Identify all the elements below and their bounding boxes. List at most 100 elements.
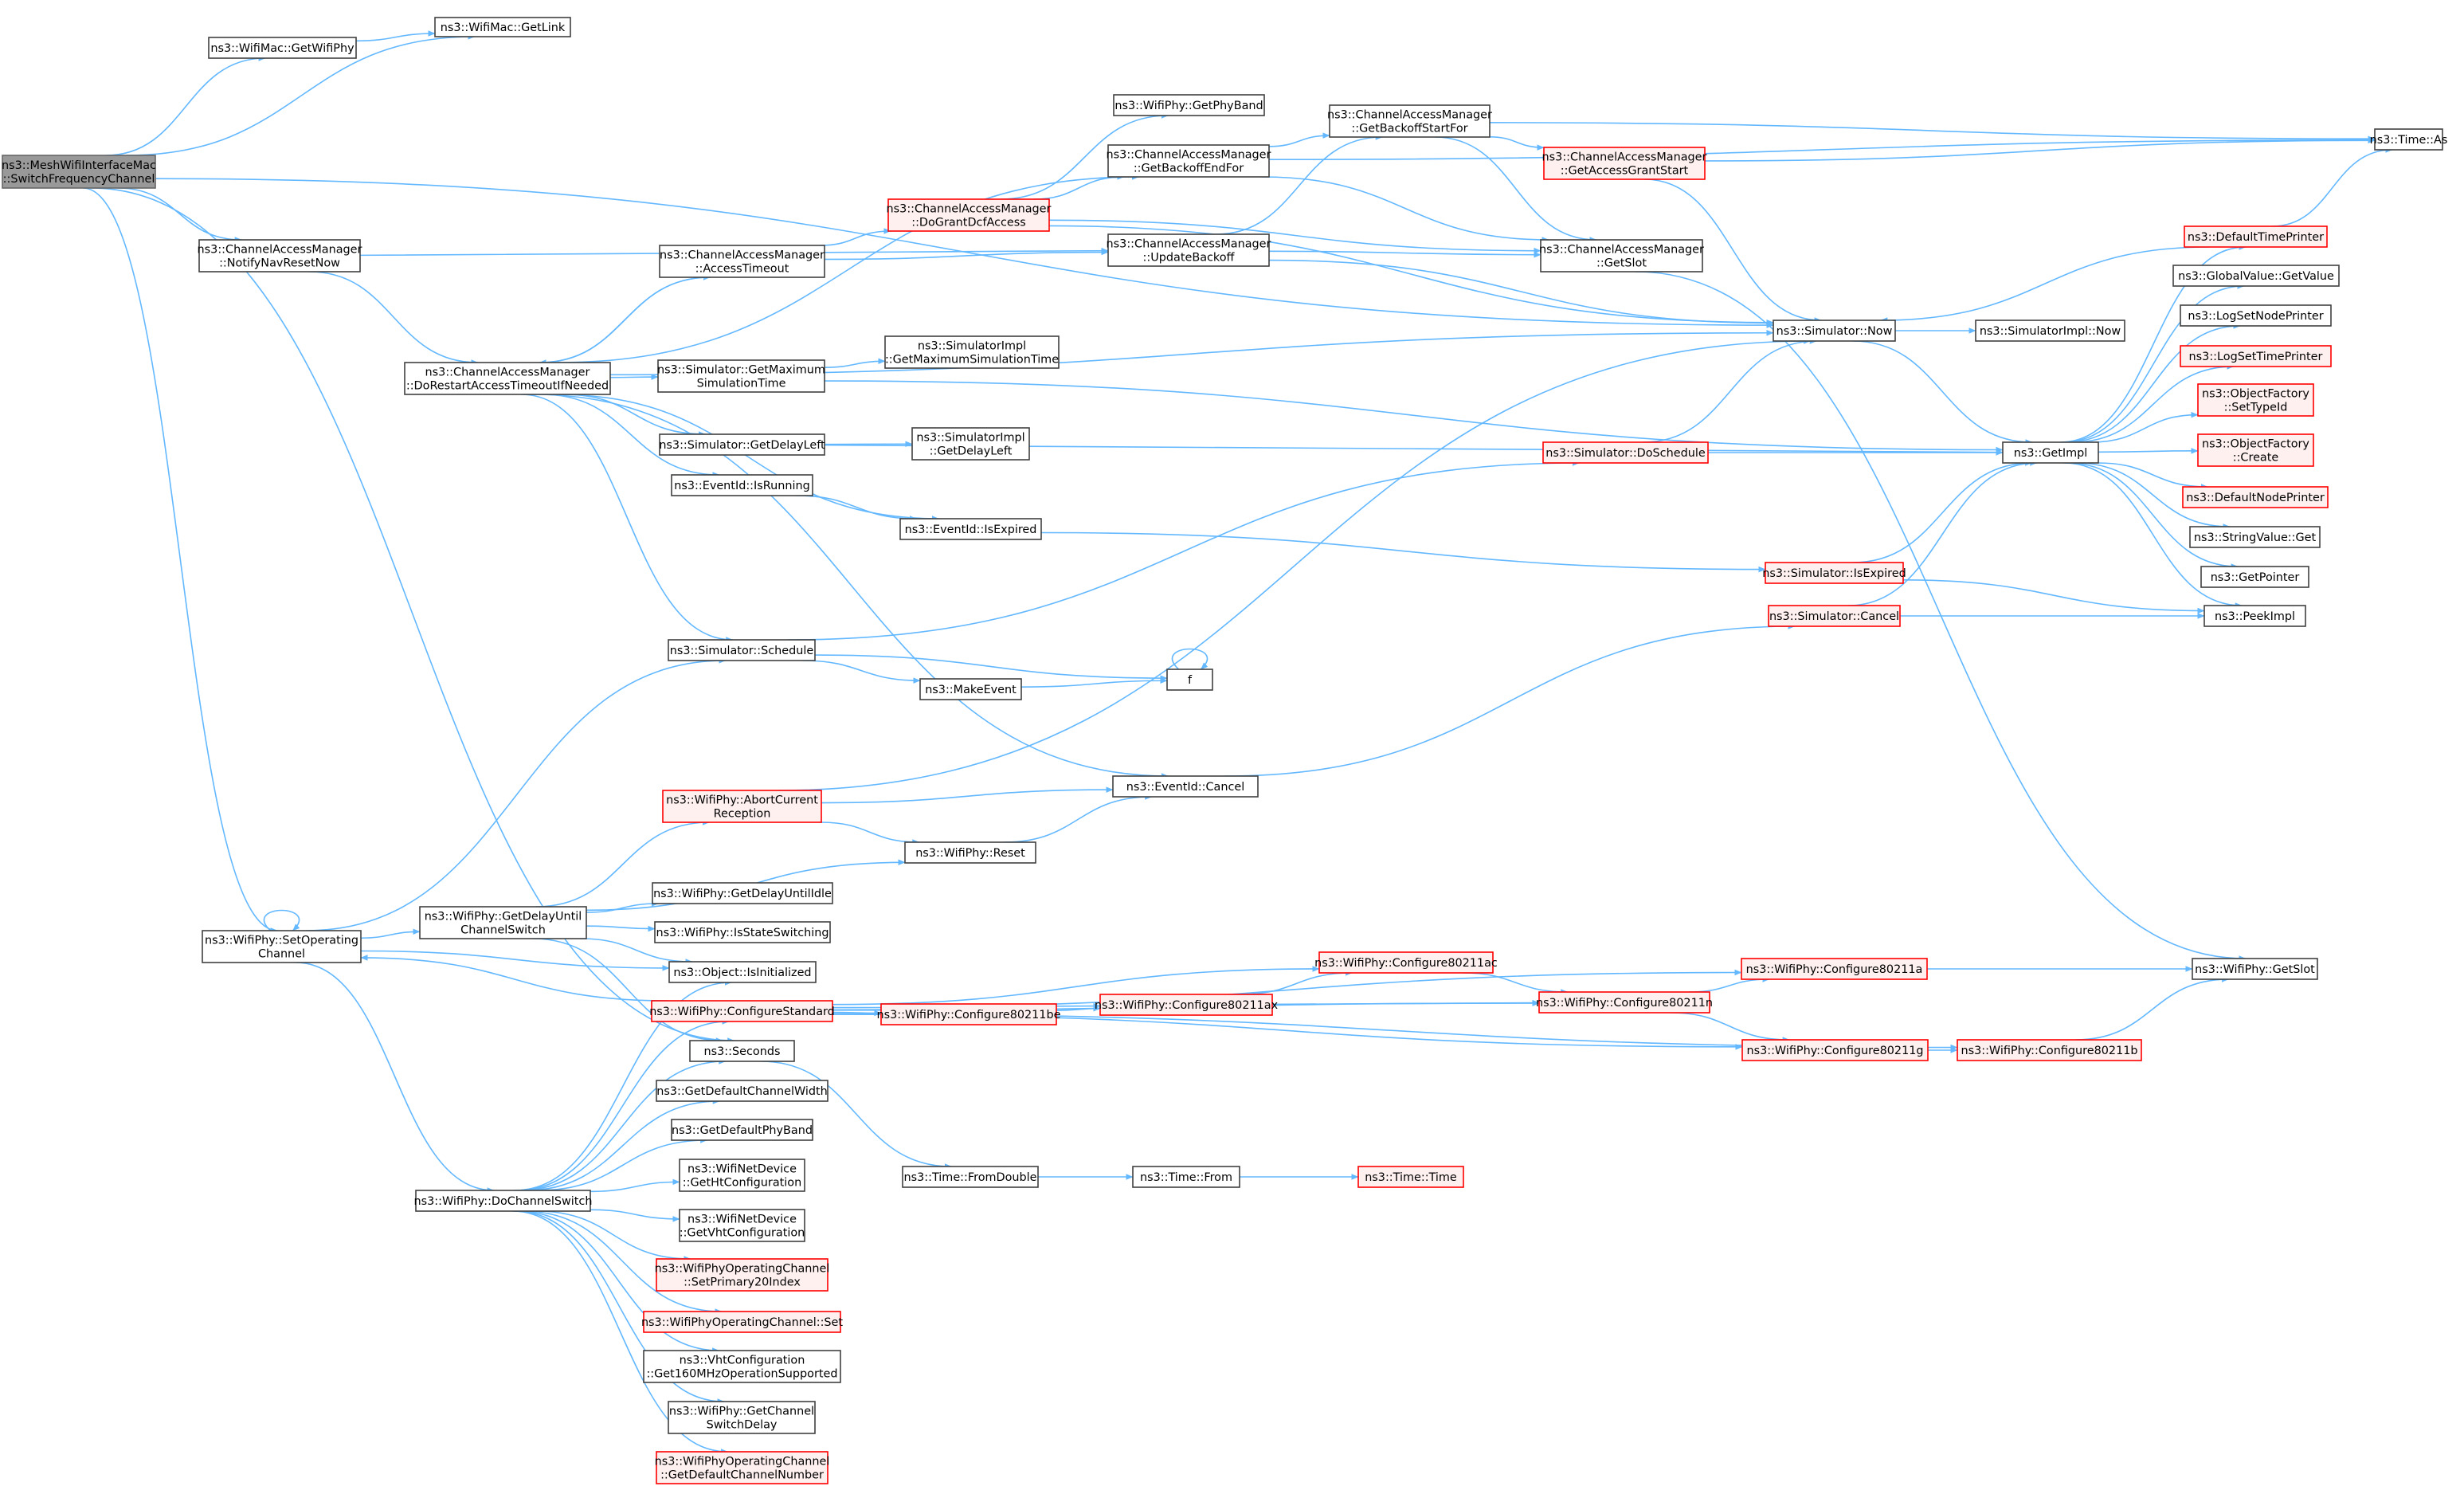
node-notifyNavResetNow[interactable]: ns3::ChannelAccessManager::NotifyNavRese… — [198, 239, 362, 273]
node-simDoSchedule[interactable]: ns3::Simulator::DoSchedule — [1542, 441, 1709, 464]
node-box[interactable] — [668, 639, 816, 661]
node-box[interactable] — [2203, 605, 2306, 627]
node-box[interactable] — [668, 961, 817, 983]
node-wpocSet[interactable]: ns3::WifiPhyOperatingChannel::Set — [641, 1311, 843, 1333]
node-box[interactable] — [2189, 526, 2321, 548]
node-box[interactable] — [419, 906, 587, 939]
node-cfg80211g[interactable]: ns3::WifiPhy::Configure80211g — [1741, 1039, 1929, 1061]
node-box[interactable] — [659, 433, 825, 456]
node-box[interactable] — [1540, 239, 1703, 273]
node-defaultTimePrinter[interactable]: ns3::DefaultTimePrinter — [2184, 225, 2328, 248]
node-simCancel[interactable]: ns3::Simulator::Cancel — [1768, 605, 1901, 627]
node-box[interactable] — [1741, 1039, 1929, 1061]
node-box[interactable] — [2200, 566, 2309, 588]
node-box[interactable] — [2192, 958, 2318, 980]
node-box[interactable] — [2197, 433, 2314, 467]
node-box[interactable] — [1166, 669, 1213, 691]
node-box[interactable] — [657, 359, 825, 393]
node-simGetDelayLeft[interactable]: ns3::Simulator::GetDelayLeft — [659, 433, 825, 456]
node-root[interactable]: ns3::MeshWifiInterfaceMac::SwitchFrequen… — [2, 155, 156, 189]
node-box[interactable] — [2184, 225, 2328, 248]
node-box[interactable] — [662, 790, 822, 823]
node-simSchedule[interactable]: ns3::Simulator::Schedule — [668, 639, 816, 661]
node-box[interactable] — [679, 1209, 805, 1242]
node-box[interactable] — [2, 155, 156, 189]
node-box[interactable] — [651, 1000, 833, 1022]
node-box[interactable] — [659, 245, 825, 278]
node-box[interactable] — [652, 882, 833, 904]
node-box[interactable] — [415, 1190, 591, 1212]
node-box[interactable] — [1099, 994, 1273, 1016]
node-getDelayUntilIdle[interactable]: ns3::WifiPhy::GetDelayUntilIdle — [652, 882, 833, 904]
node-box[interactable] — [884, 335, 1060, 369]
node-cfg80211ac[interactable]: ns3::WifiPhy::Configure80211ac — [1314, 951, 1498, 974]
node-doGrantDcfAccess[interactable]: ns3::ChannelAccessManager::DoGrantDcfAcc… — [887, 198, 1052, 232]
node-eventIsRunning[interactable]: ns3::EventId::IsRunning — [671, 474, 813, 496]
node-cfg80211be[interactable]: ns3::WifiPhy::Configure80211be — [877, 1003, 1061, 1025]
node-getBackoffStartFor[interactable]: ns3::ChannelAccessManager::GetBackoffSta… — [1327, 104, 1492, 138]
node-box[interactable] — [1107, 233, 1270, 267]
node-box[interactable] — [919, 678, 1022, 700]
node-box[interactable] — [208, 37, 357, 59]
node-simImplNow[interactable]: ns3::SimulatorImpl::Now — [1975, 320, 2125, 342]
node-box[interactable] — [2172, 265, 2340, 287]
node-box[interactable] — [880, 1003, 1057, 1025]
node-box[interactable] — [434, 17, 571, 37]
node-getVhtConfiguration[interactable]: ns3::WifiNetDevice::GetVhtConfiguration — [679, 1209, 805, 1242]
node-ofSetTypeId[interactable]: ns3::ObjectFactory::SetTypeId — [2197, 383, 2314, 417]
node-box[interactable] — [911, 427, 1030, 461]
node-box[interactable] — [198, 239, 361, 273]
node-box[interactable] — [1542, 441, 1709, 464]
node-objIsInitialized[interactable]: ns3::Object::IsInitialized — [668, 961, 817, 983]
node-box[interactable] — [1112, 775, 1259, 798]
node-box[interactable] — [671, 474, 813, 496]
node-getPointer[interactable]: ns3::GetPointer — [2200, 566, 2309, 588]
node-box[interactable] — [887, 198, 1050, 232]
node-getLink[interactable]: ns3::WifiMac::GetLink — [434, 17, 571, 37]
node-wifiPhyReset[interactable]: ns3::WifiPhy::Reset — [904, 841, 1036, 864]
node-updateBackoff[interactable]: ns3::ChannelAccessManager::UpdateBackoff — [1107, 233, 1271, 267]
node-box[interactable] — [1957, 1039, 2142, 1061]
node-simImplGetMaxSimTime[interactable]: ns3::SimulatorImpl::GetMaximumSimulation… — [884, 335, 1060, 369]
node-peekImpl[interactable]: ns3::PeekImpl — [2203, 605, 2306, 627]
node-wifiPhyGetSlot[interactable]: ns3::WifiPhy::GetSlot — [2192, 958, 2318, 980]
node-getDefaultChannelNumber[interactable]: ns3::WifiPhyOperatingChannel::GetDefault… — [655, 1451, 830, 1484]
node-cfg80211b[interactable]: ns3::WifiPhy::Configure80211b — [1957, 1039, 2142, 1061]
node-box[interactable] — [643, 1350, 841, 1383]
node-box[interactable] — [1318, 951, 1494, 974]
node-simNow[interactable]: ns3::Simulator::Now — [1773, 320, 1896, 342]
node-box[interactable] — [656, 1258, 829, 1292]
node-eventCancel[interactable]: ns3::EventId::Cancel — [1112, 775, 1259, 798]
node-box[interactable] — [679, 1159, 805, 1192]
node-box[interactable] — [689, 1040, 795, 1062]
node-box[interactable] — [404, 362, 611, 395]
node-box[interactable] — [1113, 94, 1265, 116]
node-box[interactable] — [1107, 144, 1270, 178]
node-cam_getSlot[interactable]: ns3::ChannelAccessManager::GetSlot — [1539, 239, 1704, 273]
node-f[interactable]: f — [1166, 669, 1213, 691]
node-box[interactable] — [671, 1119, 813, 1141]
node-box[interactable] — [1765, 562, 1904, 584]
node-setPrimary20Index[interactable]: ns3::WifiPhyOperatingChannel::SetPrimary… — [655, 1258, 830, 1292]
node-box[interactable] — [1975, 320, 2125, 342]
node-box[interactable] — [1741, 958, 1928, 980]
node-accessTimeout[interactable]: ns3::ChannelAccessManager::AccessTimeout — [659, 245, 825, 278]
node-getAccessGrantStart[interactable]: ns3::ChannelAccessManager::GetAccessGran… — [1542, 147, 1707, 180]
node-getHtConfiguration[interactable]: ns3::WifiNetDevice::GetHtConfiguration — [679, 1159, 805, 1192]
node-getWifiPhy[interactable]: ns3::WifiMac::GetWifiPhy — [208, 37, 357, 59]
node-cfg80211n[interactable]: ns3::WifiPhy::Configure80211n — [1536, 991, 1713, 1014]
node-doChannelSwitch[interactable]: ns3::WifiPhy::DoChannelSwitch — [414, 1190, 593, 1212]
node-doRestart[interactable]: ns3::ChannelAccessManager::DoRestartAcce… — [404, 362, 611, 395]
node-cfg80211a[interactable]: ns3::WifiPhy::Configure80211a — [1741, 958, 1928, 980]
node-box[interactable] — [2374, 128, 2443, 151]
node-timeTime[interactable]: ns3::Time::Time — [1357, 1166, 1464, 1188]
node-box[interactable] — [1132, 1166, 1240, 1188]
node-box[interactable] — [899, 518, 1042, 540]
node-box[interactable] — [2197, 383, 2314, 417]
node-defaultNodePrinter[interactable]: ns3::DefaultNodePrinter — [2182, 486, 2329, 508]
node-box[interactable] — [2002, 441, 2099, 464]
node-isStateSwitching[interactable]: ns3::WifiPhy::IsStateSwitching — [654, 921, 831, 943]
